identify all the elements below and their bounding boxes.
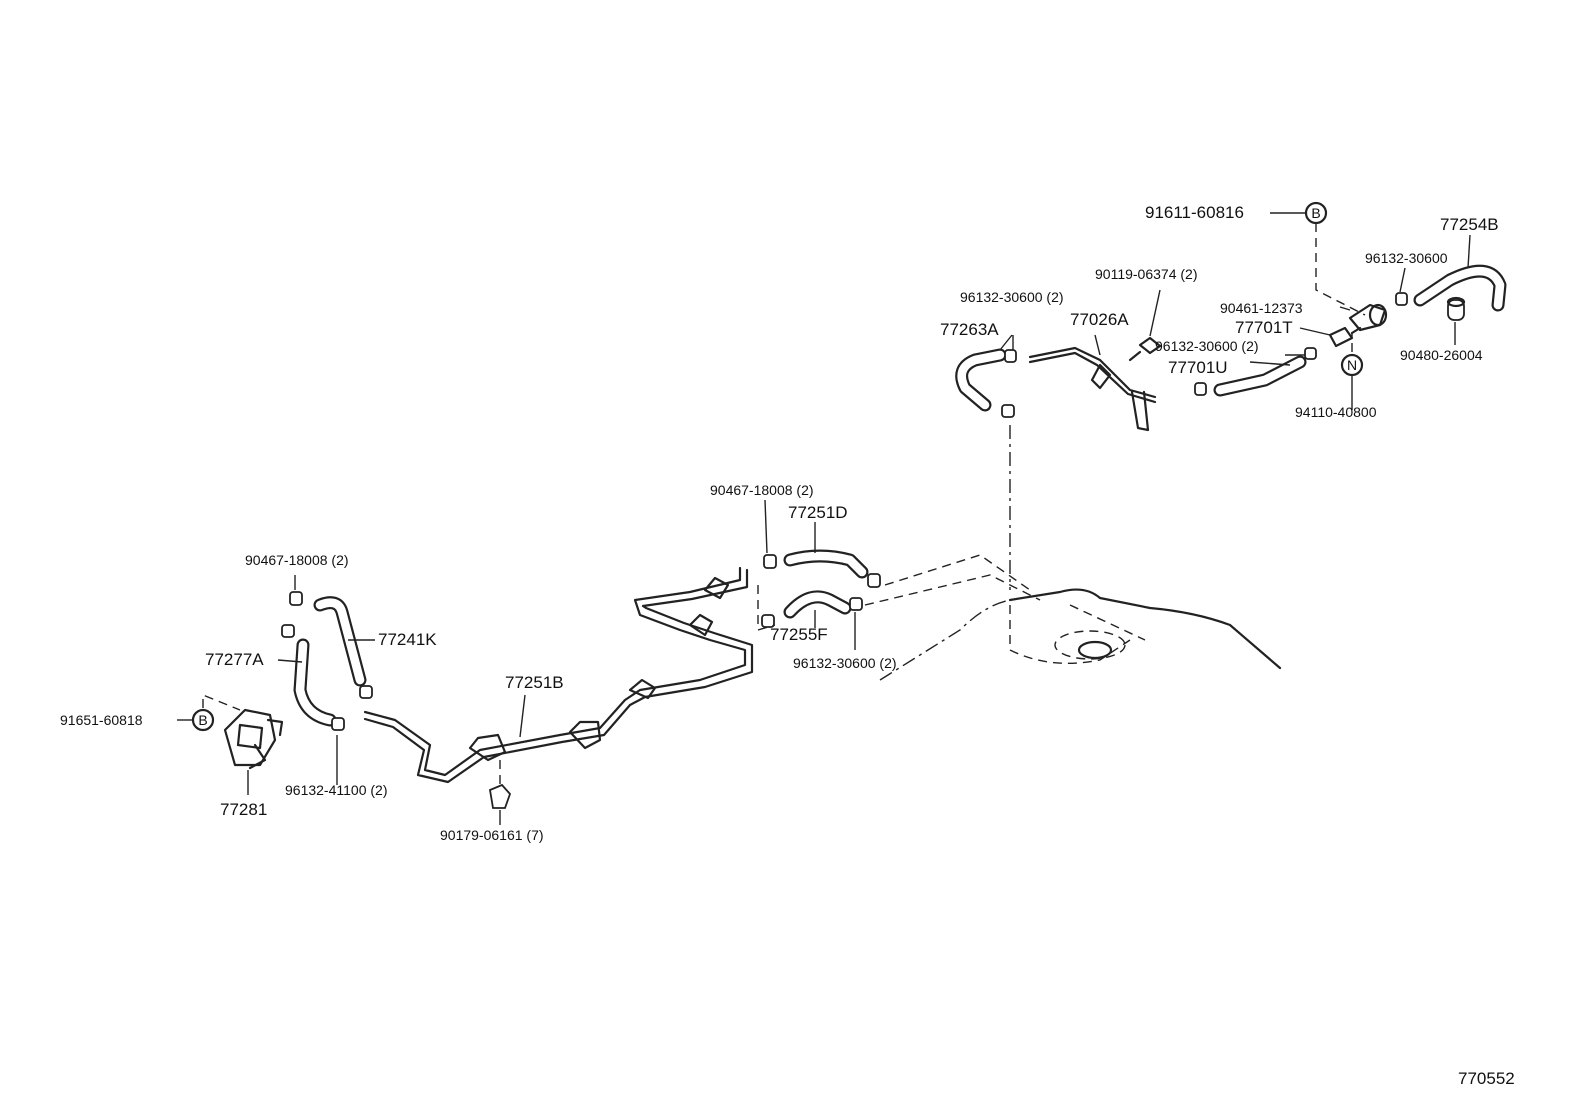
top-right-assembly: N B — [955, 201, 1507, 432]
label-90480-26004: 90480-26004 — [1400, 347, 1483, 363]
grommet-icon[interactable] — [1446, 296, 1466, 321]
label-77241k: 77241K — [378, 630, 437, 649]
hose-77263a[interactable] — [955, 348, 1007, 412]
clamp-icon[interactable] — [1001, 349, 1017, 418]
label-96132-30600-c: 96132-30600 (2) — [1155, 338, 1259, 354]
label-90461-12373: 90461-12373 — [1220, 300, 1303, 316]
main-tube-77251b[interactable] — [363, 566, 754, 784]
label-90467-18008-b: 90467-18008 (2) — [245, 552, 349, 568]
fuel-tank-outline — [879, 588, 1282, 681]
leader-lines-top — [999, 212, 1471, 590]
clip-90461-icon[interactable] — [1348, 303, 1388, 332]
valve-77281-icon[interactable] — [223, 708, 284, 770]
clamp-icon[interactable] — [1194, 347, 1317, 396]
hose-77701u[interactable] — [1213, 355, 1307, 397]
clamp-icon[interactable] — [281, 591, 373, 731]
label-77701t: 77701T — [1235, 318, 1293, 337]
label-96132-30600-b: 96132-30600 (2) — [960, 289, 1064, 305]
marker-n-letter: N — [1347, 357, 1357, 373]
label-90179-06161: 90179-06161 (7) — [440, 827, 544, 843]
label-77263a: 77263A — [940, 320, 999, 339]
hose-77277a[interactable] — [293, 638, 337, 727]
clamp-icon[interactable] — [1395, 292, 1408, 306]
clamp-icon[interactable] — [761, 554, 881, 628]
label-77251b: 77251B — [505, 673, 564, 692]
bolt-90179-icon[interactable] — [488, 783, 512, 809]
check-valve-77701t[interactable] — [1328, 326, 1362, 348]
label-77255f: 77255F — [770, 625, 828, 644]
marker-b-top-letter: B — [1311, 205, 1320, 221]
left-assembly: B — [191, 591, 373, 770]
label-77026a: 77026A — [1070, 310, 1129, 329]
hose-77255f[interactable] — [783, 590, 852, 619]
leader-lines-center — [499, 499, 856, 825]
center-assembly — [757, 549, 1041, 631]
label-91611-60816: 91611-60816 — [1145, 203, 1244, 222]
label-77701u: 77701U — [1168, 358, 1228, 377]
label-77251d: 77251D — [788, 503, 848, 522]
hose-77251d[interactable] — [783, 549, 869, 579]
pipe-77026a[interactable] — [1028, 346, 1157, 432]
label-91651-60818: 91651-60818 — [60, 712, 143, 728]
marker-b-top: B — [1304, 201, 1328, 225]
label-90467-18008-a: 90467-18008 (2) — [710, 482, 814, 498]
label-90119-06374: 90119-06374 (2) — [1095, 266, 1197, 282]
diagram-number: 770552 — [1458, 1069, 1515, 1088]
label-94110-40800: 94110-40800 — [1295, 404, 1377, 420]
hose-77241k[interactable] — [313, 596, 367, 687]
bolt-icon[interactable] — [1128, 336, 1162, 362]
label-77281: 77281 — [220, 800, 267, 819]
label-77277a: 77277A — [205, 650, 264, 669]
label-96132-30600-d: 96132-30600 (2) — [793, 655, 897, 671]
leader-lines-left — [177, 575, 375, 795]
label-77254b: 77254B — [1440, 215, 1499, 234]
hose-77254b[interactable] — [1413, 264, 1507, 312]
marker-b-left-letter: B — [198, 712, 207, 728]
label-96132-30600-a: 96132-30600 — [1365, 250, 1448, 266]
label-96132-41100: 96132-41100 (2) — [285, 782, 387, 798]
marker-b-left: B — [191, 708, 215, 732]
marker-n: N — [1340, 353, 1364, 377]
